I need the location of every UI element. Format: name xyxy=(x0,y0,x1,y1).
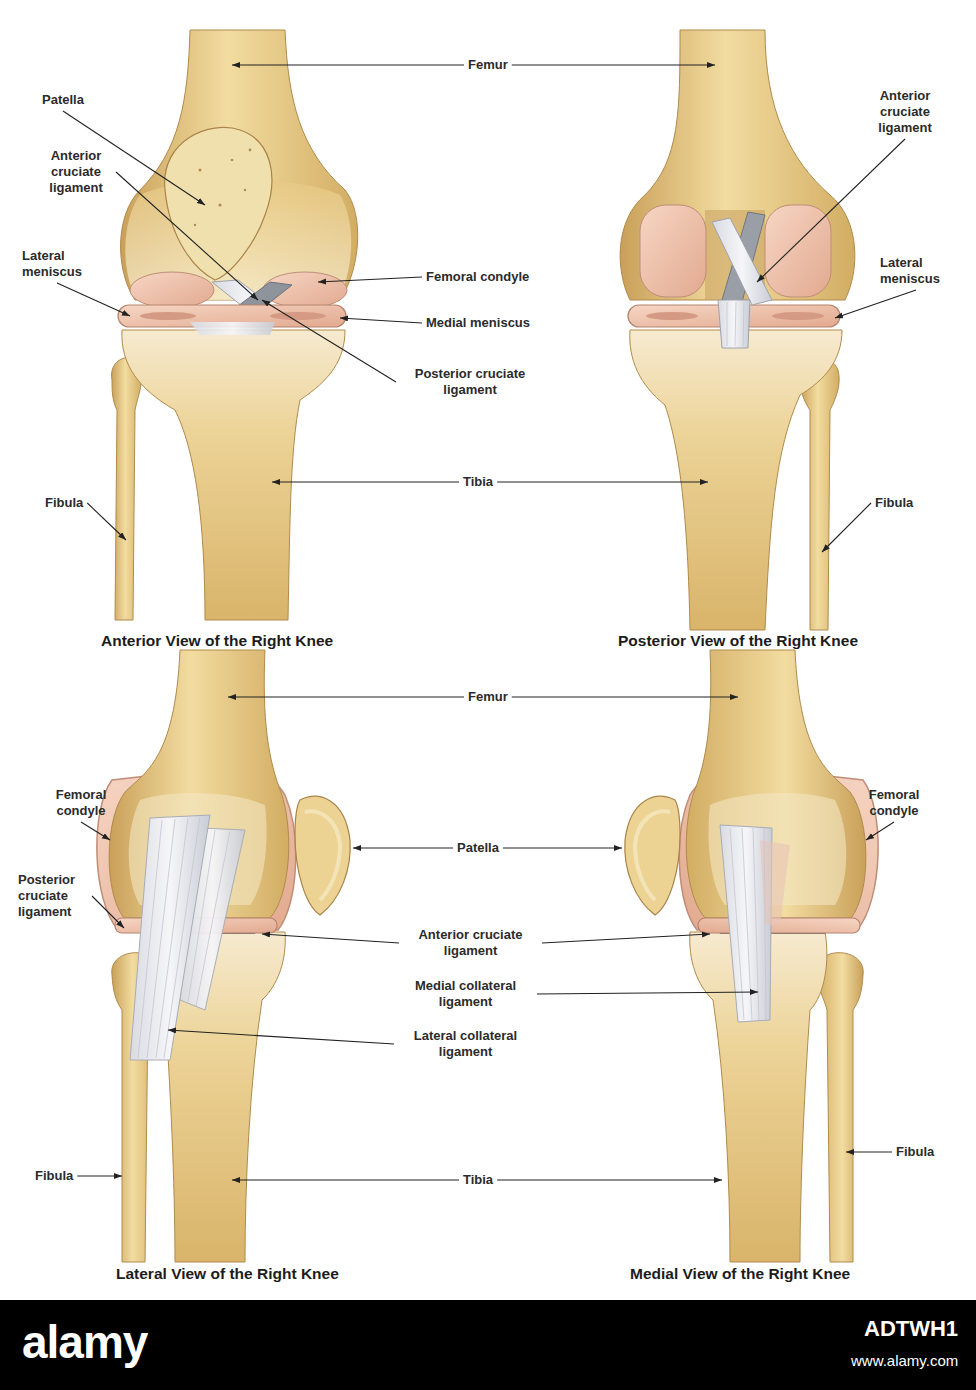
part-label: Medial collateral ligament xyxy=(398,978,533,1010)
part-label: Anterior cruciate ligament xyxy=(40,148,112,196)
part-label: Fibula xyxy=(896,1144,934,1160)
part-label: Posterior cruciate ligament xyxy=(400,366,540,398)
part-label: Lateral collateral ligament xyxy=(398,1028,533,1060)
part-label: Anterior cruciate ligament xyxy=(403,927,538,959)
part-label: Medial meniscus xyxy=(426,315,530,331)
leader-line xyxy=(497,1179,722,1180)
view-caption: Lateral View of the Right Knee xyxy=(116,1264,339,1283)
leader-line xyxy=(835,290,916,318)
leader-line xyxy=(228,696,464,697)
part-label: Femoral condyle xyxy=(45,787,117,819)
part-label: Fibula xyxy=(35,1168,73,1184)
posterior-view xyxy=(620,30,855,630)
leader-line xyxy=(512,696,738,697)
leader-line xyxy=(87,503,126,540)
leader-line xyxy=(497,481,708,482)
watermark: alamy xyxy=(22,1316,147,1368)
lateral-view xyxy=(97,650,350,1262)
image-id: ADTWH1 xyxy=(864,1316,958,1342)
part-label: Lateral meniscus xyxy=(880,255,952,287)
leader-line xyxy=(846,1151,892,1152)
part-label: Tibia xyxy=(463,1172,493,1188)
leader-line xyxy=(537,992,758,994)
leader-line xyxy=(542,934,710,943)
footer-bar xyxy=(0,1300,976,1390)
part-label: Tibia xyxy=(463,474,493,490)
leader-line xyxy=(57,283,130,316)
leader-line xyxy=(503,847,622,848)
leader-line xyxy=(318,277,422,282)
part-label: Posterior cruciate ligament xyxy=(18,872,88,920)
part-label: Fibula xyxy=(45,495,83,511)
part-label: Femur xyxy=(468,689,508,705)
leader-line xyxy=(262,934,399,943)
leader-line xyxy=(272,481,459,482)
leader-line xyxy=(866,822,894,840)
anterior-view xyxy=(112,30,358,620)
leader-line xyxy=(232,64,464,65)
part-label: Fibula xyxy=(875,495,913,511)
part-label: Femur xyxy=(468,57,508,73)
part-label: Patella xyxy=(42,92,84,108)
part-label: Femoral condyle xyxy=(858,787,930,819)
leader-line xyxy=(822,503,871,552)
watermark: www.alamy.com xyxy=(851,1352,958,1370)
leader-line xyxy=(340,318,422,323)
leader-line xyxy=(512,64,715,65)
view-caption: Medial View of the Right Knee xyxy=(630,1264,850,1283)
leader-line xyxy=(116,172,258,300)
leader-line xyxy=(232,1179,459,1180)
part-label: Patella xyxy=(457,840,499,856)
leader-line xyxy=(92,896,124,928)
leader-line xyxy=(77,1175,122,1176)
view-caption: Posterior View of the Right Knee xyxy=(618,631,858,650)
leader-line xyxy=(81,822,110,840)
part-label: Lateral meniscus xyxy=(22,248,92,280)
leader-line xyxy=(353,847,453,848)
leader-line xyxy=(168,1030,394,1044)
leader-line xyxy=(262,300,396,382)
medial-view xyxy=(625,650,878,1262)
part-label: Femoral condyle xyxy=(426,269,529,285)
part-label: Anterior cruciate ligament xyxy=(869,88,941,136)
view-caption: Anterior View of the Right Knee xyxy=(101,631,333,650)
